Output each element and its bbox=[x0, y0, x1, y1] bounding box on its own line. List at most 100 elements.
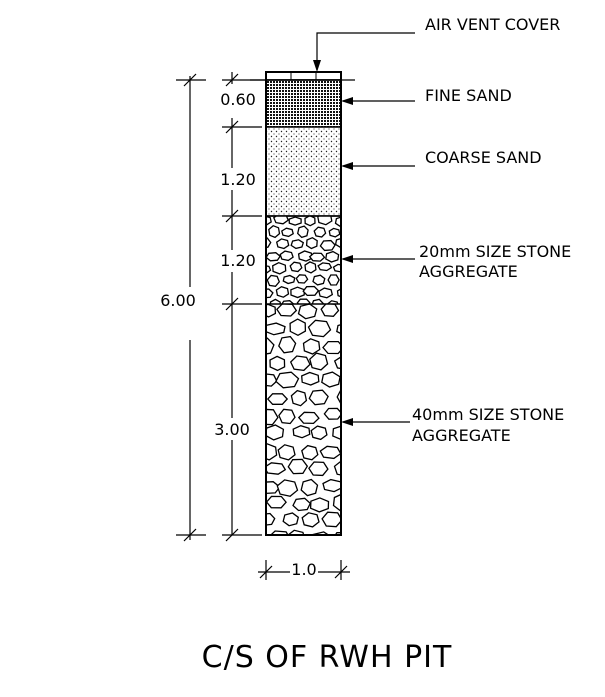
fine-sand-label: FINE SAND bbox=[425, 86, 512, 105]
stone-pebble bbox=[281, 227, 294, 238]
stone-pebble bbox=[333, 356, 341, 370]
stone-pebble bbox=[292, 425, 311, 439]
stone-pebble bbox=[289, 318, 307, 337]
stone-pebble bbox=[332, 425, 341, 441]
stone-pebble bbox=[290, 286, 305, 299]
stone-pebble bbox=[304, 261, 317, 274]
stone-pebble bbox=[282, 274, 296, 285]
stone-pebble bbox=[336, 324, 341, 335]
stone-pebble bbox=[319, 445, 341, 460]
stone-pebble bbox=[304, 216, 316, 227]
stone-pebble bbox=[317, 262, 333, 272]
stone-pebble bbox=[305, 236, 318, 250]
stone-pebble bbox=[326, 300, 339, 304]
total-depth-value: 6.00 bbox=[160, 291, 196, 310]
stone-pebble bbox=[266, 512, 276, 526]
stone-pebble bbox=[266, 237, 272, 248]
coarse-sand-leader bbox=[341, 162, 415, 170]
stone-pebble bbox=[266, 274, 281, 287]
air-vent-cover-label: AIR VENT COVER bbox=[425, 15, 560, 34]
stone-pebble bbox=[295, 274, 309, 284]
stone-pebble bbox=[276, 304, 298, 317]
stone-pebble bbox=[320, 304, 340, 317]
stone-pebble bbox=[318, 287, 334, 299]
stone-pebble bbox=[266, 216, 272, 226]
stone-pebble bbox=[279, 250, 294, 262]
stone-pebble bbox=[266, 304, 277, 318]
stone-pebble bbox=[301, 444, 319, 461]
stone20-label-line2: AGGREGATE bbox=[419, 262, 518, 281]
stone-aggregate-20mm-layer bbox=[266, 216, 341, 304]
stone-pebble bbox=[301, 512, 320, 528]
drawing-title: C/S OF RWH PIT bbox=[202, 640, 453, 675]
stone-pebble bbox=[325, 250, 340, 263]
stone-pebble bbox=[302, 338, 321, 355]
stone-pebble bbox=[266, 481, 281, 495]
width-dimension-line bbox=[258, 560, 350, 580]
stone-pebble bbox=[332, 493, 341, 512]
stone-pebble bbox=[308, 389, 329, 406]
stone40-label-line1: 40mm SIZE STONE bbox=[412, 405, 564, 424]
stone-pebble bbox=[309, 352, 329, 371]
stone-pebble bbox=[333, 460, 341, 476]
stone-pebble bbox=[269, 530, 289, 535]
stone-pebble bbox=[275, 371, 300, 389]
stone-pebble bbox=[336, 388, 341, 405]
fine-sand-leader bbox=[341, 97, 415, 105]
stone-pebble bbox=[312, 274, 326, 286]
air-vent-leader bbox=[313, 32, 415, 72]
layer-dimension-line bbox=[222, 72, 342, 542]
stone-pebble bbox=[290, 239, 305, 250]
stone20-depth: 1.20 bbox=[220, 251, 256, 270]
stone-pebble bbox=[297, 304, 318, 320]
stone-pebble bbox=[301, 371, 320, 386]
stone-pebble bbox=[308, 461, 329, 477]
stone-pebble bbox=[287, 458, 309, 475]
stone-pebble bbox=[290, 389, 308, 407]
stone-pebble bbox=[297, 411, 320, 425]
stone-pebble bbox=[334, 216, 341, 227]
stone-pebble bbox=[287, 529, 305, 535]
stone-pebble bbox=[321, 371, 341, 388]
stone-pebble bbox=[266, 337, 275, 355]
stone-pebble bbox=[309, 497, 330, 513]
stone40-label-line2: AGGREGATE bbox=[412, 426, 511, 445]
stone-pebble bbox=[289, 355, 311, 372]
stone-pebble bbox=[266, 288, 274, 299]
stone-pebble bbox=[313, 226, 327, 238]
stone-pebble bbox=[296, 225, 309, 239]
stone-pebble bbox=[332, 263, 341, 273]
stone-pebble bbox=[336, 288, 341, 298]
stone-pebble bbox=[322, 340, 341, 355]
stone-pebble bbox=[322, 478, 341, 493]
stone-pebble bbox=[296, 298, 311, 304]
stone-pebble bbox=[278, 408, 296, 425]
stone-pebble bbox=[327, 274, 340, 286]
stone-pebble bbox=[266, 443, 278, 461]
stone20-label-line1: 20mm SIZE STONE bbox=[419, 242, 571, 261]
stone-pebble bbox=[269, 355, 286, 372]
stone-pebble bbox=[300, 478, 319, 497]
stone-pebble bbox=[282, 512, 300, 527]
fine-sand-layer bbox=[265, 79, 342, 128]
stone-pebble bbox=[266, 393, 289, 405]
stone-pebble bbox=[308, 252, 326, 262]
fine-sand-depth: 0.60 bbox=[220, 90, 256, 109]
air-vent-cover-layer bbox=[265, 71, 342, 81]
stone-pebble bbox=[289, 261, 303, 273]
coarse-sand-label: COARSE SAND bbox=[425, 148, 542, 167]
stone-pebble bbox=[321, 511, 341, 528]
stone-pebble bbox=[268, 224, 281, 239]
stone-pebble bbox=[269, 298, 281, 304]
stone-pebble bbox=[302, 285, 320, 297]
stone40-depth: 3.00 bbox=[214, 420, 250, 439]
stone-pebble bbox=[310, 425, 328, 441]
stone-pebble bbox=[328, 227, 341, 238]
stone-pebble bbox=[272, 261, 287, 275]
coarse-sand-layer bbox=[265, 126, 342, 217]
total-depth-dimension-line bbox=[176, 73, 206, 542]
stone-pebble bbox=[266, 322, 286, 336]
stone-pebble bbox=[311, 298, 325, 304]
stone-pebble bbox=[266, 408, 279, 426]
